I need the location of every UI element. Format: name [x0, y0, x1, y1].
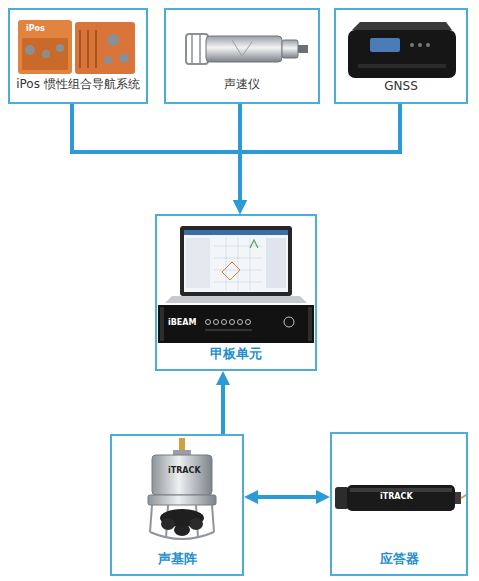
- device-connector: [25, 45, 35, 55]
- array-cage: [150, 505, 214, 539]
- device-logo: iPos: [26, 24, 45, 33]
- device-connector: [56, 44, 64, 52]
- display-panel: [266, 238, 286, 288]
- deck-unit-device: [158, 226, 314, 343]
- device-name: 声速仪: [224, 76, 260, 102]
- array-device: [148, 438, 216, 539]
- device-name: GNSS: [384, 79, 418, 102]
- array-connector: [179, 438, 185, 452]
- signal-arrow: [221, 380, 225, 434]
- receiver-button: [410, 43, 414, 47]
- device-box: GNSS: [334, 8, 468, 104]
- svp-device: [186, 34, 308, 64]
- transponder-end: [455, 492, 461, 504]
- cage-leg: [212, 505, 214, 532]
- device-name: 应答器: [380, 550, 419, 574]
- receiver-screen: [370, 38, 400, 52]
- probe-cage: [186, 34, 208, 64]
- rack-button: [238, 320, 243, 325]
- probe-body: [206, 36, 282, 62]
- device-fins: [80, 30, 96, 68]
- display-grid: [214, 238, 262, 290]
- signal-arrow: [72, 104, 240, 205]
- signal-arrow: [240, 104, 400, 205]
- rack-mark: [205, 330, 252, 331]
- transponder-device: [335, 485, 468, 511]
- receiver-button: [418, 43, 422, 47]
- rack-ear: [308, 307, 312, 341]
- display-bar: [184, 230, 288, 235]
- device-logo: iBEAM: [168, 318, 196, 327]
- device-name: 甲板单元: [210, 345, 262, 369]
- array-element: [189, 518, 203, 530]
- fin-line: [95, 30, 97, 68]
- rack-unit: [158, 305, 314, 343]
- receiver-stripe: [358, 64, 446, 68]
- fin-line: [79, 30, 81, 68]
- probe-connector: [298, 45, 308, 53]
- grid-line: [250, 238, 251, 290]
- receiver-top: [352, 22, 452, 30]
- receiver-button: [426, 43, 430, 47]
- rack-buttons: [206, 317, 295, 327]
- rack-button: [206, 320, 211, 325]
- device-logo: iTRACK: [380, 492, 413, 501]
- array-element: [174, 524, 190, 536]
- display-track: [222, 262, 240, 280]
- grid-line: [238, 238, 239, 290]
- array-element: [161, 518, 175, 530]
- device-box: 声速仪: [164, 8, 320, 104]
- array-body: [152, 455, 212, 495]
- rack-button: [214, 320, 219, 325]
- probe-mark: [232, 40, 252, 56]
- cage-bar: [191, 34, 193, 64]
- device-body: [75, 22, 135, 74]
- device-name: iPos 惯性组合导航系统: [16, 76, 140, 102]
- transponder-shine: [350, 488, 452, 492]
- signal-arrow: [253, 495, 321, 499]
- device-box: 甲板单元: [155, 214, 317, 371]
- device-connector: [119, 53, 129, 63]
- rack-button: [222, 320, 227, 325]
- probe-cap: [282, 40, 298, 58]
- device-connector: [107, 34, 119, 46]
- laptop-bezel: [180, 226, 292, 296]
- device-box: 应答器: [330, 432, 468, 576]
- signal-arrow: [238, 104, 242, 205]
- rack-ear: [160, 307, 164, 341]
- device-box: iPos 惯性组合导航系统: [8, 8, 148, 104]
- laptop-base: [165, 296, 307, 303]
- device-connector: [42, 50, 50, 58]
- rack-power: [284, 317, 294, 327]
- laptop-display: [184, 230, 288, 292]
- display-north: [250, 240, 258, 248]
- rack-button: [230, 320, 235, 325]
- device-body: [18, 20, 72, 74]
- transponder-body: [347, 485, 455, 511]
- rack-button: [246, 320, 251, 325]
- array-neck: [173, 450, 191, 455]
- gnss-device: [348, 22, 456, 78]
- transponder-cap: [335, 487, 349, 509]
- receiver-body: [348, 30, 456, 78]
- cage-bar: [199, 34, 201, 64]
- device-panel: [22, 38, 68, 70]
- device-logo: iTRACK: [168, 466, 201, 475]
- device-name: 声基阵: [158, 550, 197, 574]
- fin-line: [87, 30, 89, 68]
- array-ring: [148, 495, 216, 505]
- device-connector: [104, 56, 112, 64]
- cage-leg: [150, 505, 152, 532]
- display-panel: [186, 238, 210, 288]
- ipos-device: [18, 20, 135, 74]
- device-box: 声基阵: [110, 434, 244, 576]
- grid-line: [226, 238, 227, 290]
